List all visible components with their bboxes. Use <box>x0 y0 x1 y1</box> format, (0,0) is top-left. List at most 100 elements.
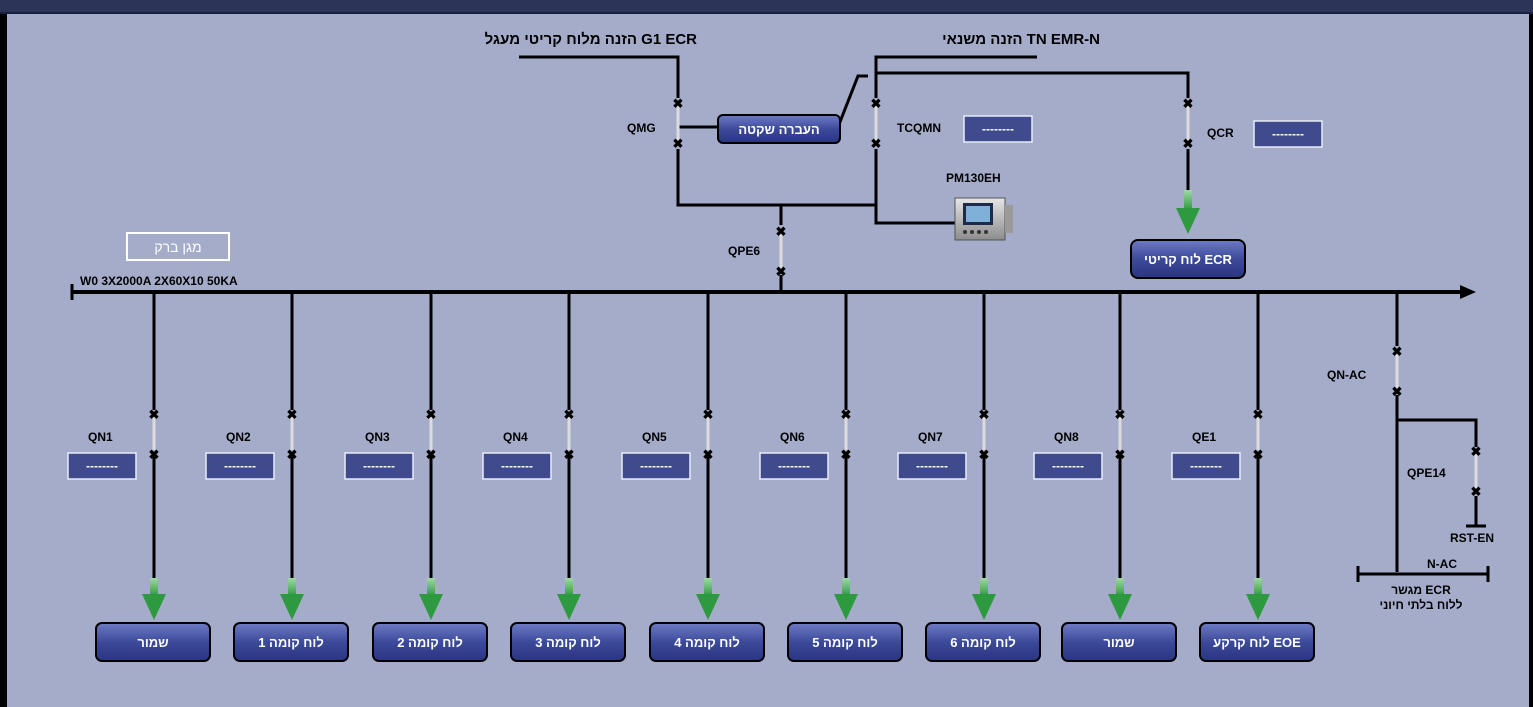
panel-button-label: לוח קרקע EOE <box>1213 635 1301 650</box>
breaker-mark: ✖ <box>1253 447 1264 462</box>
ecr-critical-panel-button[interactable]: לוח קריטי ECR <box>1130 239 1246 279</box>
transfer-button[interactable]: העברה שקטה <box>717 114 841 144</box>
breaker-label: QN2 <box>226 430 251 444</box>
breaker-label: QN5 <box>642 430 667 444</box>
qnac-feeder <box>1356 292 1490 582</box>
breaker-mark: ✖ <box>703 447 714 462</box>
meter-value: -------- <box>363 459 395 473</box>
flow-arrow-head <box>1246 594 1270 620</box>
flow-arrow-shaft <box>980 578 988 596</box>
branch-qn1: ✖✖QN1--------שמור <box>67 292 211 662</box>
tn-feed-label: הזנה משנאי TN EMR-N <box>942 31 1100 48</box>
svg-text:✖: ✖ <box>1471 484 1482 499</box>
qcr-label: QCR <box>1207 126 1234 140</box>
branch-meter[interactable]: -------- <box>344 452 414 480</box>
panel-button[interactable]: לוח קומה 3 <box>510 622 626 662</box>
surge-protector-label: מגן ברק <box>154 239 201 255</box>
branch-meter[interactable]: -------- <box>205 452 275 480</box>
panel-button-label: שמור <box>1103 635 1134 650</box>
bridge-label-2: ללוח בלתי חיוני <box>1379 598 1462 612</box>
flow-arrow-shaft <box>704 578 712 596</box>
breaker-mark: ✖ <box>564 447 575 462</box>
breaker-mark: ✖ <box>564 407 575 422</box>
flow-arrow-head <box>419 594 443 620</box>
panel-button[interactable]: לוח קומה 1 <box>233 622 349 662</box>
flow-arrow-shaft <box>1254 578 1262 596</box>
ecr-button-label: לוח קריטי ECR <box>1144 252 1233 267</box>
busbar-label: W0 3X2000A 2X60X10 50KA <box>80 274 238 288</box>
tcqmn-meter[interactable]: -------- <box>963 115 1033 143</box>
svg-text:✖: ✖ <box>673 136 684 151</box>
flow-arrow-head <box>557 594 581 620</box>
branch-meter[interactable]: -------- <box>67 452 137 480</box>
panel-button[interactable]: לוח קומה 5 <box>787 622 903 662</box>
breaker-label: QN6 <box>780 430 805 444</box>
pm130-meter-device[interactable] <box>954 197 1013 241</box>
branch-feeders: ✖✖QN1--------שמור✖✖QN2--------לוח קומה 1… <box>67 292 1315 662</box>
flow-arrow-shaft <box>1116 578 1124 596</box>
panel-button[interactable]: שמור <box>1061 622 1177 662</box>
panel-button[interactable]: לוח קומה 2 <box>372 622 488 662</box>
breaker-mark: ✖ <box>1115 447 1126 462</box>
qpe14-label: QPE14 <box>1407 466 1446 480</box>
tcqmn-label: TCQMN <box>897 121 941 135</box>
flow-arrow-head <box>1108 594 1132 620</box>
svg-text:✖: ✖ <box>871 136 882 151</box>
branch-qn4: ✖ ✖ QN4 -------- לוח קומה 3 <box>482 292 626 662</box>
qnac-label: QN-AC <box>1327 368 1367 382</box>
panel-button[interactable]: לוח קומה 6 <box>925 622 1041 662</box>
flow-arrow-shaft <box>288 578 296 596</box>
panel-button-label: לוח קומה 1 <box>258 635 324 650</box>
meter-value: -------- <box>778 459 810 473</box>
branch-meter[interactable]: -------- <box>897 452 967 480</box>
branch-qn6: ✖✖QN6--------לוח קומה 5 <box>759 292 903 662</box>
title-bar <box>0 0 1533 14</box>
transfer-button-label: העברה שקטה <box>738 122 819 137</box>
flow-arrow-head <box>834 594 858 620</box>
branch-meter[interactable]: -------- <box>759 452 829 480</box>
branch-qn7: ✖✖QN7--------לוח קומה 6 <box>897 292 1041 662</box>
breaker-mark: ✖ <box>287 447 298 462</box>
svg-text:--------: -------- <box>982 122 1014 136</box>
svg-text:✖: ✖ <box>1183 96 1194 111</box>
flow-arrow-head <box>696 594 720 620</box>
meter-value: -------- <box>916 459 948 473</box>
breaker-mark: ✖ <box>841 407 852 422</box>
svg-text:✖: ✖ <box>1392 384 1403 399</box>
panel-button-label: לוח קומה 2 <box>397 635 463 650</box>
panel-button-label: לוח קומה 4 <box>674 635 740 650</box>
panel-button-label: לוח קומה 3 <box>535 635 601 650</box>
breaker-mark: ✖ <box>426 447 437 462</box>
qcr-meter[interactable]: -------- <box>1253 120 1323 148</box>
breaker-label: QN4 <box>503 430 528 444</box>
branch-meter[interactable]: -------- <box>482 452 552 480</box>
breaker-mark: ✖ <box>979 407 990 422</box>
surge-protector-box[interactable]: מגן ברק <box>126 232 230 261</box>
svg-text:✖: ✖ <box>776 264 787 279</box>
svg-text:✖: ✖ <box>871 96 882 111</box>
breaker-label: QN8 <box>1054 430 1079 444</box>
branch-meter[interactable]: -------- <box>1171 452 1241 480</box>
branch-qn2: ✖ ✖ QN2 -------- לוח קומה 1 <box>205 292 349 662</box>
flow-arrow-shaft <box>427 578 435 596</box>
breaker-mark: ✖ <box>426 407 437 422</box>
meter-value: -------- <box>224 459 256 473</box>
meter-value: -------- <box>1052 459 1084 473</box>
qnac-breaker-marks: ✖✖ ✖✖ <box>1392 344 1482 499</box>
panel-button[interactable]: לוח קרקע EOE <box>1199 622 1315 662</box>
panel-button[interactable]: שמור <box>95 622 211 662</box>
breaker-mark: ✖ <box>287 407 298 422</box>
panel-button[interactable]: לוח קומה 4 <box>649 622 765 662</box>
branch-meter[interactable]: -------- <box>1033 452 1103 480</box>
breaker-marks-top: ✖✖ ✖✖ ✖✖ ✖✖ <box>673 96 1194 279</box>
breaker-label: QE1 <box>1192 430 1216 444</box>
svg-text:✖: ✖ <box>776 224 787 239</box>
g1-feed-label: הזנה מלוח קריטי מעגל G1 ECR <box>485 31 698 48</box>
qnac-contacts <box>1395 353 1478 490</box>
nac-label: N-AC <box>1427 557 1457 571</box>
branch-meter[interactable]: -------- <box>621 452 691 480</box>
bridge-label-1: מגשר ECR <box>1391 583 1451 597</box>
breaker-mark: ✖ <box>149 407 160 422</box>
